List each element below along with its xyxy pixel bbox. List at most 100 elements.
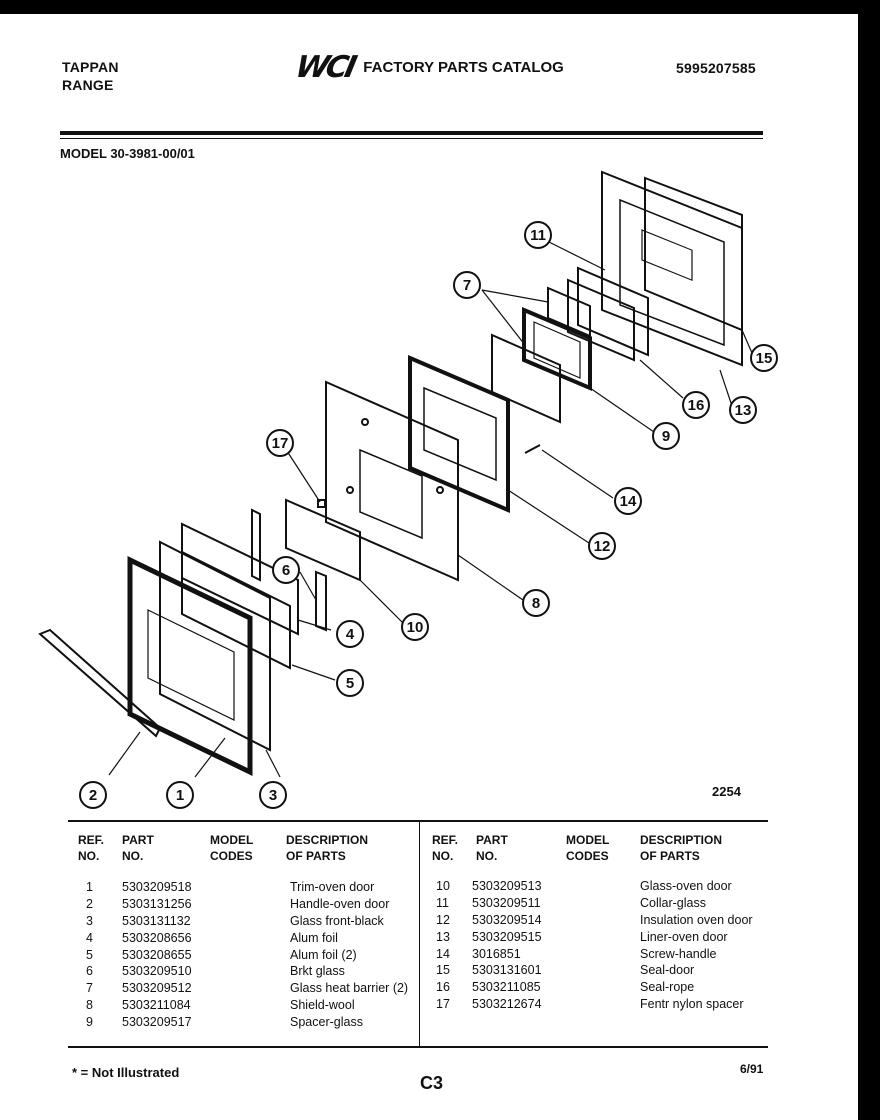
callout-label-14: 14 [620,493,637,510]
part-cell: 5303209514 [472,912,542,927]
part-bracket-glass [251,508,261,582]
part-cell: 5303211084 [122,998,191,1013]
callout-16 [682,391,710,419]
header-ref-right-line1: REF. [432,833,459,847]
callout-2 [79,781,107,809]
table-rule-top [68,820,768,822]
header-model-right: MODEL CODES [566,832,609,864]
callout-label-5: 5 [346,675,354,692]
part-liner-oven-door [601,170,743,367]
callout-10 [401,613,429,641]
callout-12 [588,532,616,560]
ref-cell: 9 [86,1015,93,1030]
part-cell: 5303209510 [122,964,192,979]
part-screw-handle [524,444,541,454]
brand-name: TAPPAN [62,59,119,75]
model-number: MODEL 30-3981-00/01 [60,146,195,161]
callout-3 [259,781,287,809]
ref-cell: 7 [86,981,93,996]
desc-cell: Collar-glass [640,895,706,910]
part-cell: 5303212674 [472,997,542,1012]
callout-label-12: 12 [594,538,611,555]
exploded-parts-diagram: 1 2 3 4 5 6 7 8 9 10 11 12 13 14 15 16 1… [38,170,778,809]
ref-cell: 13 [436,929,450,944]
header-model-right-line1: MODEL [566,833,610,847]
callout-label-17: 17 [272,435,289,452]
callout-label-16: 16 [688,397,705,414]
header-model: MODEL CODES [210,832,253,864]
ref-cell: 4 [86,930,93,945]
part-cell: 5303131601 [472,963,542,978]
ref-cell: 1 [86,880,93,894]
ref-cell: 6 [86,964,93,979]
callout-1 [166,781,194,809]
header-model-line1: MODEL [210,833,254,847]
part-glass-front-black [159,540,271,752]
header-description-line1: DESCRIPTION [286,833,369,847]
callout-label-11: 11 [530,227,546,244]
callout-6 [272,556,300,584]
header-ref-line1: REF. [78,833,105,847]
callout-14 [614,487,642,515]
callout-9 [652,422,680,450]
ref-cell: 5 [86,947,93,962]
callout-8 [522,589,550,617]
header-rule-thin [60,138,763,139]
ref-cell: 11 [436,895,449,910]
brand-block: TAPPAN RANGE [62,58,119,94]
desc-cell: Spacer-glass [290,1015,363,1030]
ref-cell: 2 [86,896,93,911]
callout-label-1: 1 [176,787,184,804]
scan-border-top [0,0,880,14]
page-code: C3 [420,1073,444,1093]
callout-label-10: 10 [407,619,424,636]
desc-cell: Seal-door [640,963,695,978]
part-insulation-oven-door [408,354,510,514]
ref-cell: 10 [436,879,450,893]
desc-cell: Seal-rope [640,980,695,995]
desc-cell: Trim-oven door [290,880,375,894]
catalog-number: 5995207585 [676,60,756,76]
header-description-line2: OF PARTS [286,849,346,863]
header-description-right-line1: DESCRIPTION [640,833,723,847]
catalog-title: FACTORY PARTS CATALOG [363,59,564,76]
callout-label-6: 6 [282,562,290,579]
part-nylon-spacer [317,499,326,508]
part-cell: 5303209515 [472,929,542,944]
revision-date: 6/91 [740,1062,764,1076]
header-part-right-line2: NO. [476,849,498,863]
desc-cell: Alum foil [290,930,338,945]
part-trim-oven-door [127,556,253,776]
desc-cell: Insulation oven door [640,912,753,927]
callout-label-2: 2 [89,787,97,804]
callout-label-7: 7 [463,277,471,294]
part-handle-oven-door [38,628,162,738]
callout-label-3: 3 [269,787,277,804]
part-seal-rope [567,278,635,362]
callout-label-9: 9 [662,428,670,445]
desc-cell: Glass heat barrier (2) [290,981,409,996]
desc-cell: Screw-handle [640,946,717,961]
product-type: RANGE [62,77,114,93]
header-ref-line2: NO. [78,849,100,863]
desc-cell: Handle-oven door [290,896,390,911]
header-description-right: DESCRIPTION OF PARTS [640,832,722,864]
wci-logo: WCI [292,50,358,85]
callout-label-8: 8 [532,595,540,612]
part-cell: 3016851 [472,946,521,961]
part-cell: 5303209512 [122,981,192,996]
header-ref-right: REF. NO. [432,832,458,864]
ref-cell: 3 [86,913,93,928]
